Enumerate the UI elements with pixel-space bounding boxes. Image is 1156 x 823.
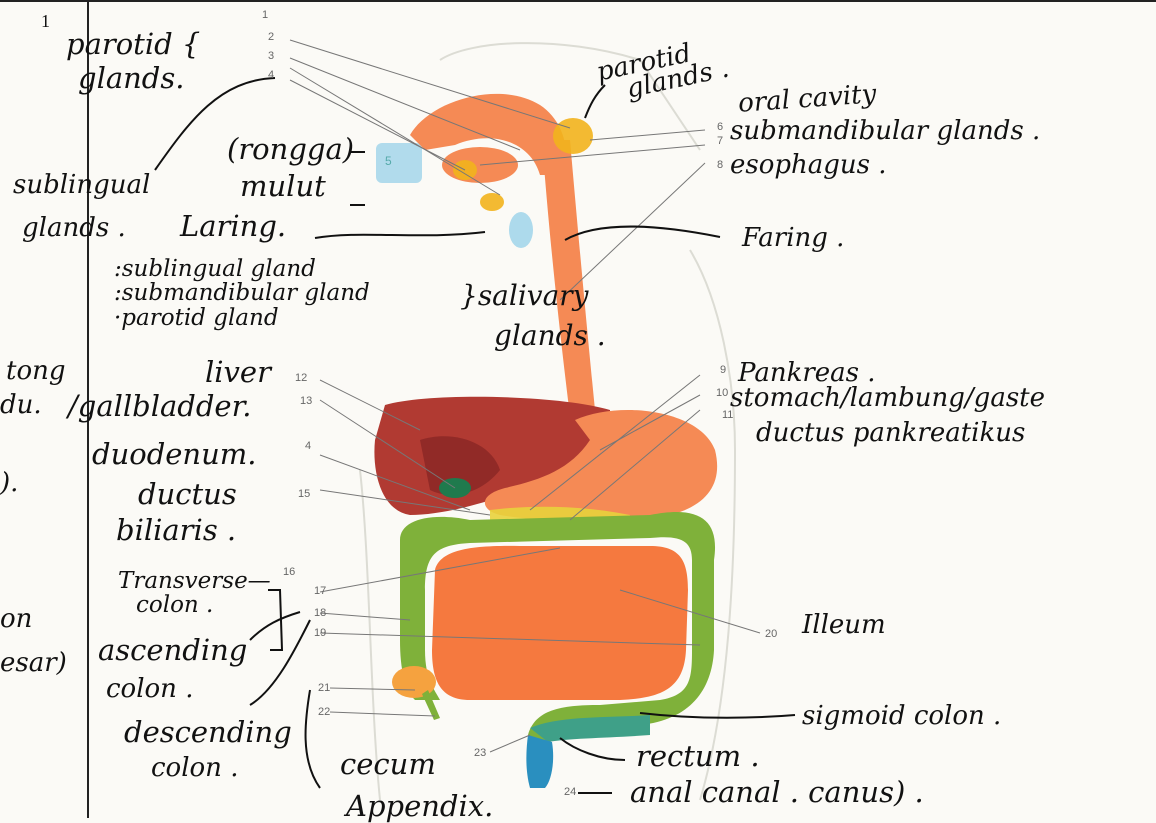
label-stomach: stomach/lambung/gaste — [730, 385, 1045, 411]
label-ascending: ascending — [98, 636, 247, 665]
label-esar: esar) — [0, 650, 67, 676]
label-appendix: Appendix. — [346, 792, 493, 821]
small-intestine — [432, 546, 688, 700]
label-number: 3 — [268, 51, 274, 62]
label-number: 24 — [564, 787, 576, 798]
label-number: 2 — [268, 32, 274, 43]
label-number: 1 — [262, 10, 268, 21]
label-number: 7 — [717, 136, 723, 147]
label-number: 13 — [300, 396, 312, 407]
trachea-blue — [509, 212, 533, 248]
label-tong: tong — [6, 358, 66, 384]
label-number: 4 — [305, 441, 311, 452]
label-submandibular: submandibular glands . — [730, 118, 1040, 144]
label-number: 4 — [268, 70, 274, 81]
label-illeum: Illeum — [802, 612, 886, 638]
label-ductus-pankreatikus: ductus pankreatikus — [756, 420, 1025, 446]
label-anal-canal: anal canal . canus) . — [630, 778, 924, 807]
cecum — [392, 666, 436, 698]
label-sublingual: sublingual — [13, 172, 150, 198]
label-rectum: rectum . — [636, 742, 760, 771]
label-glands-left: glands. — [78, 64, 184, 93]
label-ascending-colon: colon . — [106, 676, 193, 702]
label-number: 23 — [474, 748, 486, 759]
label-number: 18 — [314, 608, 326, 619]
label-salivary-glands: glands . — [494, 322, 606, 350]
label-esophagus: esophagus . — [730, 152, 887, 178]
label-number: 15 — [298, 489, 310, 500]
label-transverse-colon: colon . — [136, 594, 213, 617]
label-paren: ). — [0, 470, 18, 496]
label-number: 17 — [314, 586, 326, 597]
label-sublingual-glands: glands . — [22, 215, 126, 241]
label-laring: Laring. — [180, 212, 286, 241]
label-cecum: cecum — [340, 750, 436, 779]
page-number: 1 — [41, 11, 50, 32]
label-transverse: Transverse— — [118, 570, 271, 593]
label-number: 21 — [318, 683, 330, 694]
nasal-cavity — [376, 143, 422, 183]
parotid-gland — [553, 118, 593, 154]
label-gland-list-2: :submandibular gland — [114, 282, 370, 305]
label-number: 19 — [314, 628, 326, 639]
label-number: 6 — [717, 122, 723, 133]
label-sigmoid: sigmoid colon . — [802, 703, 1001, 729]
label-number: 9 — [720, 365, 726, 376]
label-liver: liver — [205, 358, 271, 387]
label-du: du. — [0, 392, 42, 418]
label-number: 8 — [717, 160, 723, 171]
label-mulut: mulut — [240, 172, 326, 201]
label-rongga: (rongga) — [227, 135, 354, 164]
label-ductus: ductus — [138, 480, 237, 509]
label-on: on — [0, 606, 32, 632]
label-descending-colon: colon . — [151, 755, 238, 781]
label-descending: descending — [124, 718, 292, 747]
sublingual-gland — [480, 193, 504, 211]
label-salivary: }salivary — [460, 282, 589, 310]
label-gland-list-1: :sublingual gland — [114, 258, 316, 281]
label-biliaris: biliaris . — [116, 516, 236, 545]
label-faring: Faring . — [742, 225, 844, 251]
label-number: 5 — [385, 155, 392, 167]
label-gland-list-3: ·parotid gland — [114, 307, 279, 330]
label-number: 16 — [283, 567, 295, 578]
label-parotid-left: parotid { — [66, 30, 200, 59]
rectum — [526, 735, 553, 788]
label-number: 10 — [716, 388, 728, 399]
label-number: 22 — [318, 707, 330, 718]
label-duodenum: duodenum. — [92, 440, 257, 469]
label-number: 20 — [765, 629, 777, 640]
label-number: 12 — [295, 373, 307, 384]
label-gallbladder: /gallbladder. — [68, 392, 252, 421]
